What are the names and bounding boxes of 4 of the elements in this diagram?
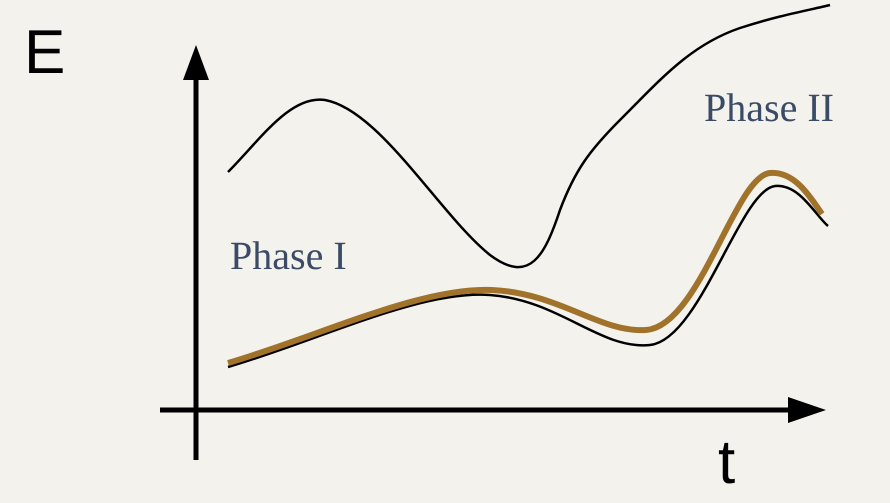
phase-label: Phase II <box>704 88 834 128</box>
axis-label: t <box>718 432 736 494</box>
phase-label: Phase I <box>230 236 347 276</box>
axis-label: E <box>24 22 66 84</box>
